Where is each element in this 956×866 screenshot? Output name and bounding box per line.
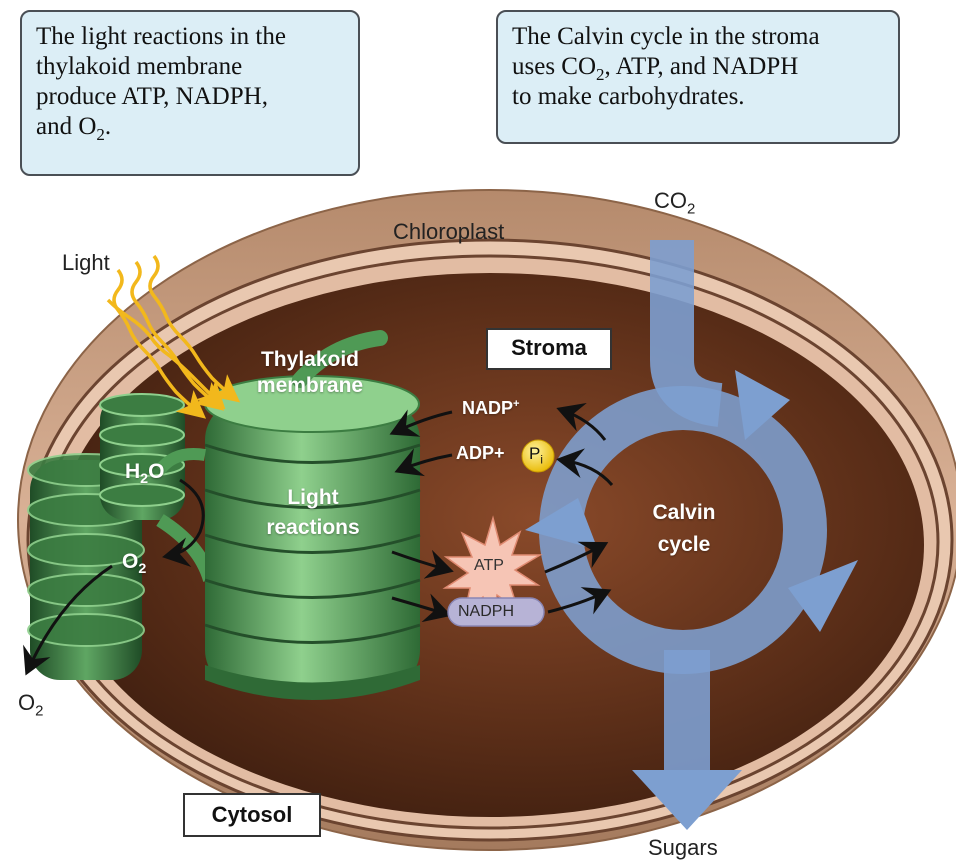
callout-line: The Calvin cycle in the stroma bbox=[512, 23, 820, 50]
atp-label: ATP bbox=[474, 557, 504, 574]
thylakoid-stack-main bbox=[155, 330, 421, 700]
callout-line: produce ATP, NADPH, bbox=[36, 83, 268, 110]
pi-circle bbox=[521, 439, 555, 473]
callout-line: and O2. bbox=[36, 113, 112, 144]
adp-label: ADP+ bbox=[456, 443, 505, 463]
o2-outer-label: O2 bbox=[18, 690, 44, 720]
co2-label: CO2 bbox=[654, 188, 696, 218]
o2-inner-label: O2 bbox=[122, 550, 147, 578]
thylakoid-membrane-label: Thylakoid membrane bbox=[256, 348, 364, 397]
calvin-cycle-callout: The Calvin cycle in the stroma uses CO2,… bbox=[496, 10, 900, 144]
nadph-label: NADPH bbox=[458, 603, 515, 620]
callout-line: to make carbohydrates. bbox=[512, 83, 745, 110]
process-arrows bbox=[23, 402, 614, 676]
light-reactions-label: Light reactions bbox=[266, 486, 360, 539]
light-label: Light bbox=[62, 250, 110, 275]
callout-line: uses CO2, ATP, and NADPH bbox=[512, 53, 799, 84]
h2o-label: H2O bbox=[125, 460, 165, 488]
light-rays bbox=[106, 254, 241, 419]
chloroplast-label: Chloroplast bbox=[393, 219, 505, 244]
nadp-label: NADP+ bbox=[462, 398, 520, 418]
callout-line: thylakoid membrane bbox=[36, 53, 243, 80]
pi-label: Pi bbox=[529, 444, 543, 467]
sugars-label: Sugars bbox=[648, 835, 718, 860]
stroma-label: Stroma bbox=[486, 328, 612, 370]
nadph-pill bbox=[447, 597, 545, 627]
callout-line: The light reactions in the bbox=[36, 23, 286, 50]
cytosol-label: Cytosol bbox=[183, 793, 321, 837]
calvin-cycle-arrows bbox=[525, 240, 858, 830]
calvin-cycle-label: Calvin cycle bbox=[652, 501, 716, 556]
light-reactions-callout: The light reactions in the thylakoid mem… bbox=[20, 10, 360, 176]
